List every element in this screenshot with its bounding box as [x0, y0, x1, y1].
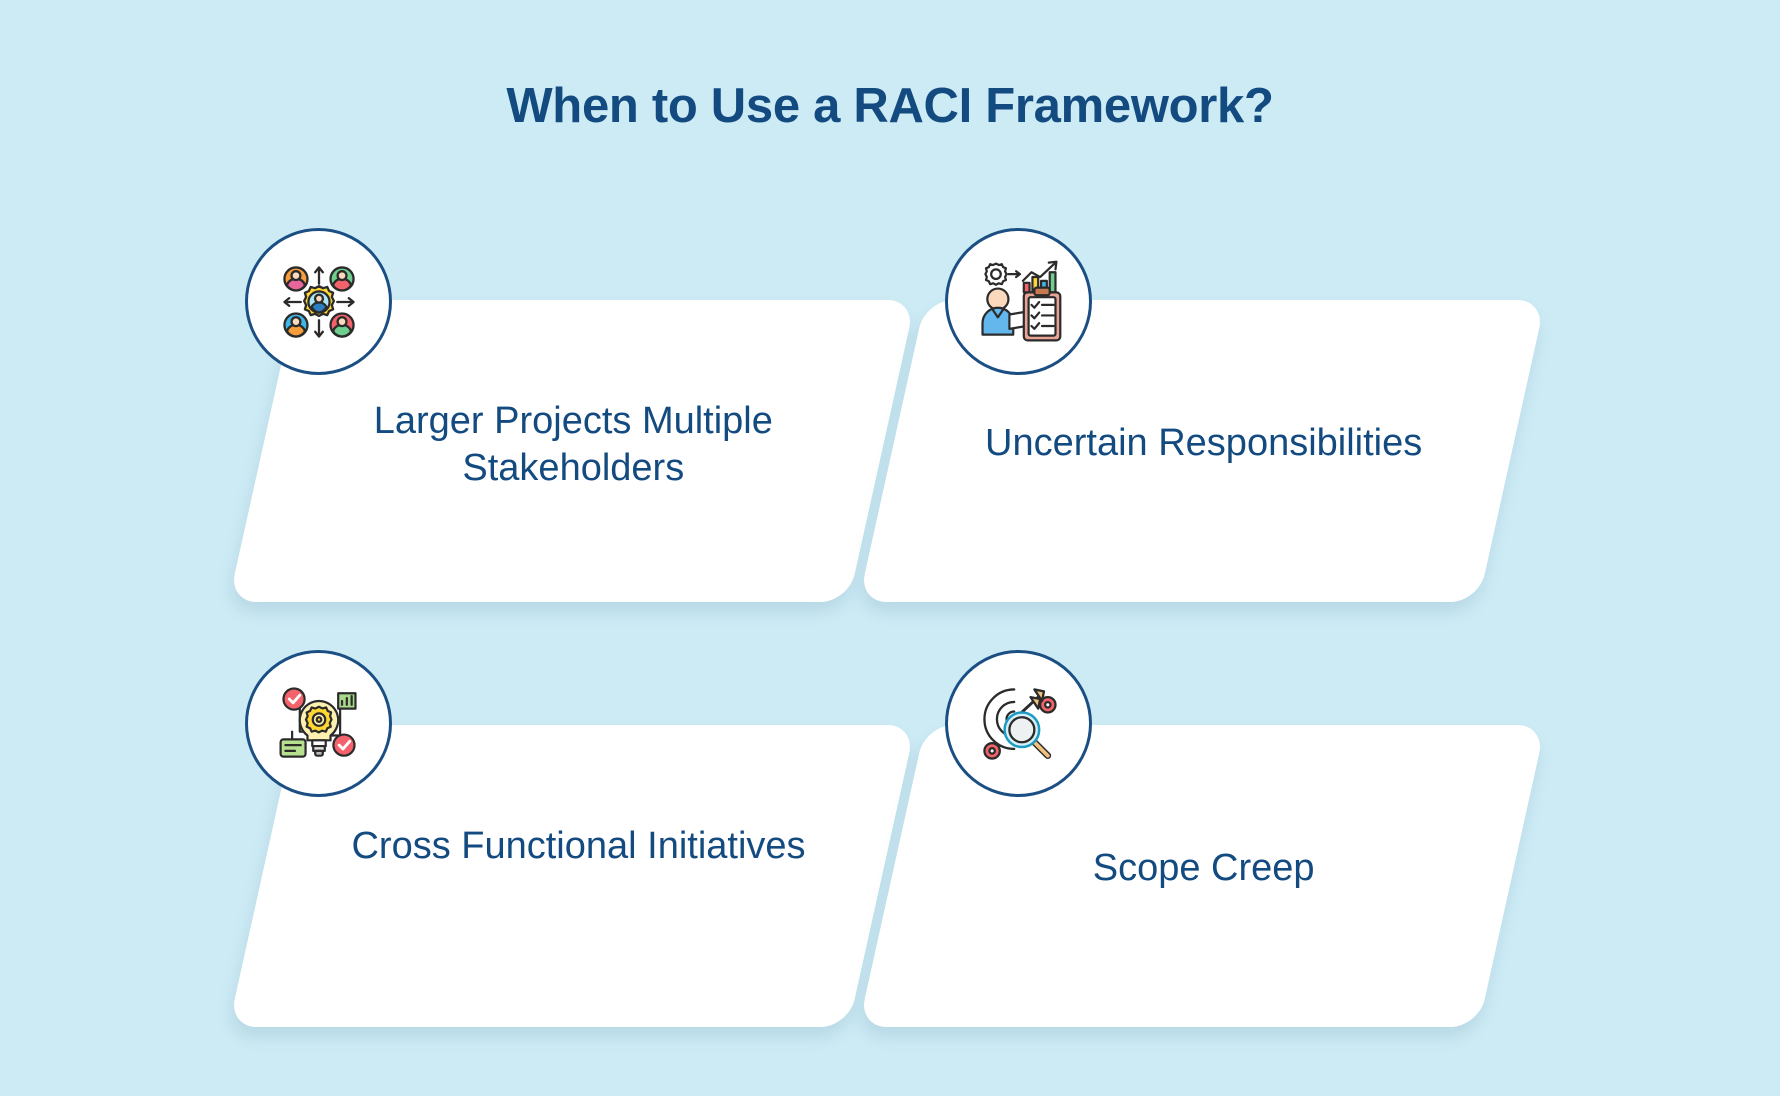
lightbulb-gear-idea-icon	[245, 650, 392, 797]
people-network-gear-icon-svg	[282, 265, 355, 338]
people-network-gear-icon	[245, 228, 392, 375]
person-clipboard-checklist-icon-svg	[980, 260, 1061, 342]
card-label: Cross Functional Initiatives	[351, 825, 806, 867]
card-label: Larger Projects Multiple Stakeholders	[373, 400, 773, 490]
target-arrow-magnifier-icon-svg	[982, 687, 1057, 760]
lightbulb-gear-idea-icon-svg	[278, 686, 357, 758]
page-title: When to Use a RACI Framework?	[506, 79, 1274, 133]
card-label: Scope Creep	[1092, 847, 1315, 889]
target-arrow-magnifier-icon	[945, 650, 1092, 797]
card-label: Uncertain Responsibilities	[985, 422, 1423, 464]
person-clipboard-checklist-icon	[945, 228, 1092, 375]
